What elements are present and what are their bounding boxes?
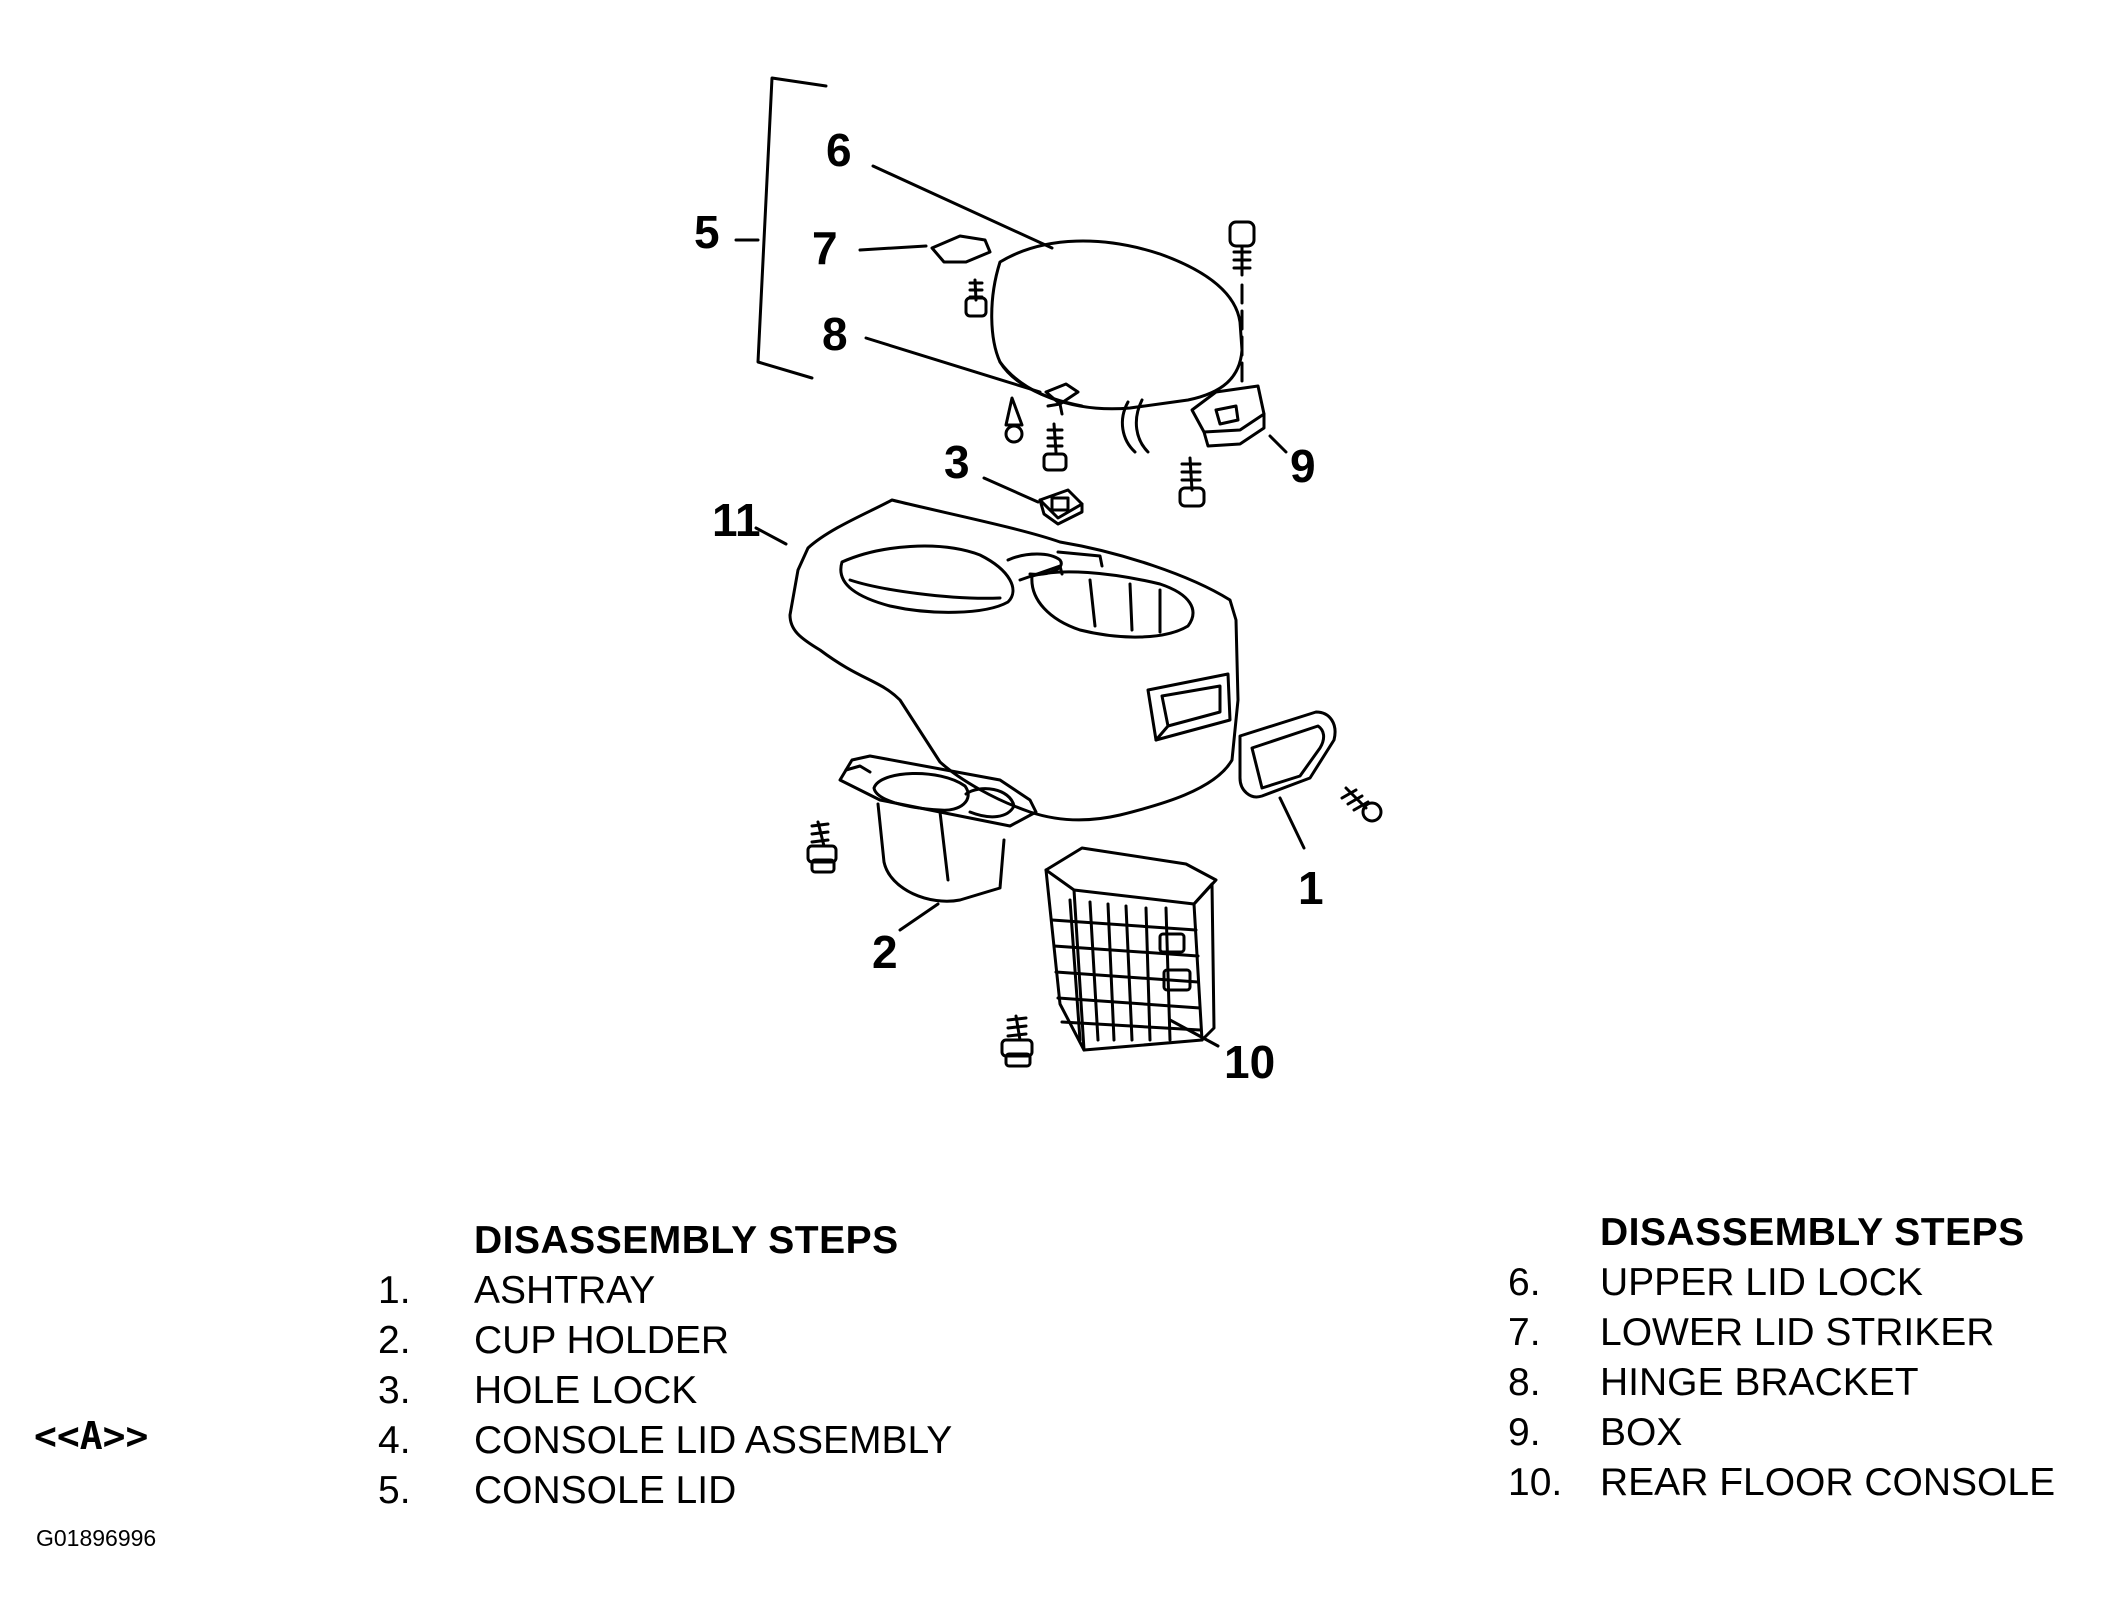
step-number: 2. [378, 1319, 411, 1362]
callout-6: 6 [826, 124, 852, 176]
step-label: BOX [1600, 1411, 1683, 1454]
callout-2: 2 [872, 926, 898, 978]
group-5-bracket [734, 76, 828, 380]
step-number: 3. [378, 1369, 411, 1412]
part-cup-holder [806, 754, 1038, 932]
step-item: 4. CONSOLE LID ASSEMBLY [378, 1416, 1098, 1466]
step-label: UPPER LID LOCK [1600, 1261, 1923, 1304]
step-item: 1. ASHTRAY [378, 1266, 1098, 1316]
callout-8: 8 [822, 308, 848, 360]
part-console-lid [871, 164, 1244, 454]
disassembly-steps-left: DISASSEMBLY STEPS 1. ASHTRAY 2. CUP HOLD… [378, 1216, 1098, 1516]
step-label: HOLE LOCK [474, 1369, 698, 1412]
step-number: 5. [378, 1469, 411, 1512]
steps-heading: DISASSEMBLY STEPS [1600, 1211, 2025, 1254]
callout-11: 11 [712, 494, 761, 546]
step-number: 8. [1508, 1361, 1541, 1404]
step-label: REAR FLOOR CONSOLE [1600, 1461, 2056, 1504]
part-hinge-bracket [864, 336, 1080, 472]
part-box [1178, 220, 1288, 508]
step-number: 1. [378, 1269, 411, 1312]
steps-heading: DISASSEMBLY STEPS [474, 1219, 899, 1262]
callout-1: 1 [1298, 862, 1324, 914]
callout-7: 7 [812, 222, 838, 274]
disassembly-steps-right: DISASSEMBLY STEPS 6. UPPER LID LOCK 7. L… [1508, 1208, 2108, 1508]
step-label: LOWER LID STRIKER [1600, 1311, 1995, 1354]
step-item: 3. HOLE LOCK [378, 1366, 1098, 1416]
step-item: 8. HINGE BRACKET [1508, 1358, 2108, 1408]
callout-9: 9 [1290, 440, 1316, 492]
part-hole-lock [982, 476, 1084, 526]
callout-5: 5 [694, 206, 720, 258]
part-lower-lid-striker [858, 234, 992, 318]
step-label: CONSOLE LID [474, 1469, 737, 1512]
step-number: 7. [1508, 1311, 1541, 1354]
step-label: ASHTRAY [474, 1269, 656, 1312]
part-ashtray [1238, 710, 1383, 850]
step-item: 10. REAR FLOOR CONSOLE [1508, 1458, 2108, 1508]
step-label: HINGE BRACKET [1600, 1361, 1919, 1404]
step-label: CUP HOLDER [474, 1319, 730, 1362]
exploded-view-diagram: 6 5 7 8 3 9 11 1 2 10 [694, 76, 1383, 1088]
reference-tag: <<A>> [34, 1414, 149, 1458]
part-rear-floor-console [1000, 846, 1220, 1068]
step-number: 4. [378, 1419, 411, 1462]
callout-10: 10 [1224, 1036, 1275, 1088]
figure-id: G01896996 [36, 1525, 157, 1551]
step-label: CONSOLE LID ASSEMBLY [474, 1419, 953, 1462]
step-item: 5. CONSOLE LID [378, 1466, 1098, 1516]
step-item: 7. LOWER LID STRIKER [1508, 1308, 2108, 1358]
step-number: 9. [1508, 1411, 1541, 1454]
step-item: 9. BOX [1508, 1408, 2108, 1458]
step-item: 6. UPPER LID LOCK [1508, 1258, 2108, 1308]
part-console-body [754, 498, 1240, 822]
step-item: 2. CUP HOLDER [378, 1316, 1098, 1366]
step-number: 6. [1508, 1261, 1541, 1304]
step-number: 10. [1508, 1461, 1563, 1504]
callout-3: 3 [944, 436, 970, 488]
